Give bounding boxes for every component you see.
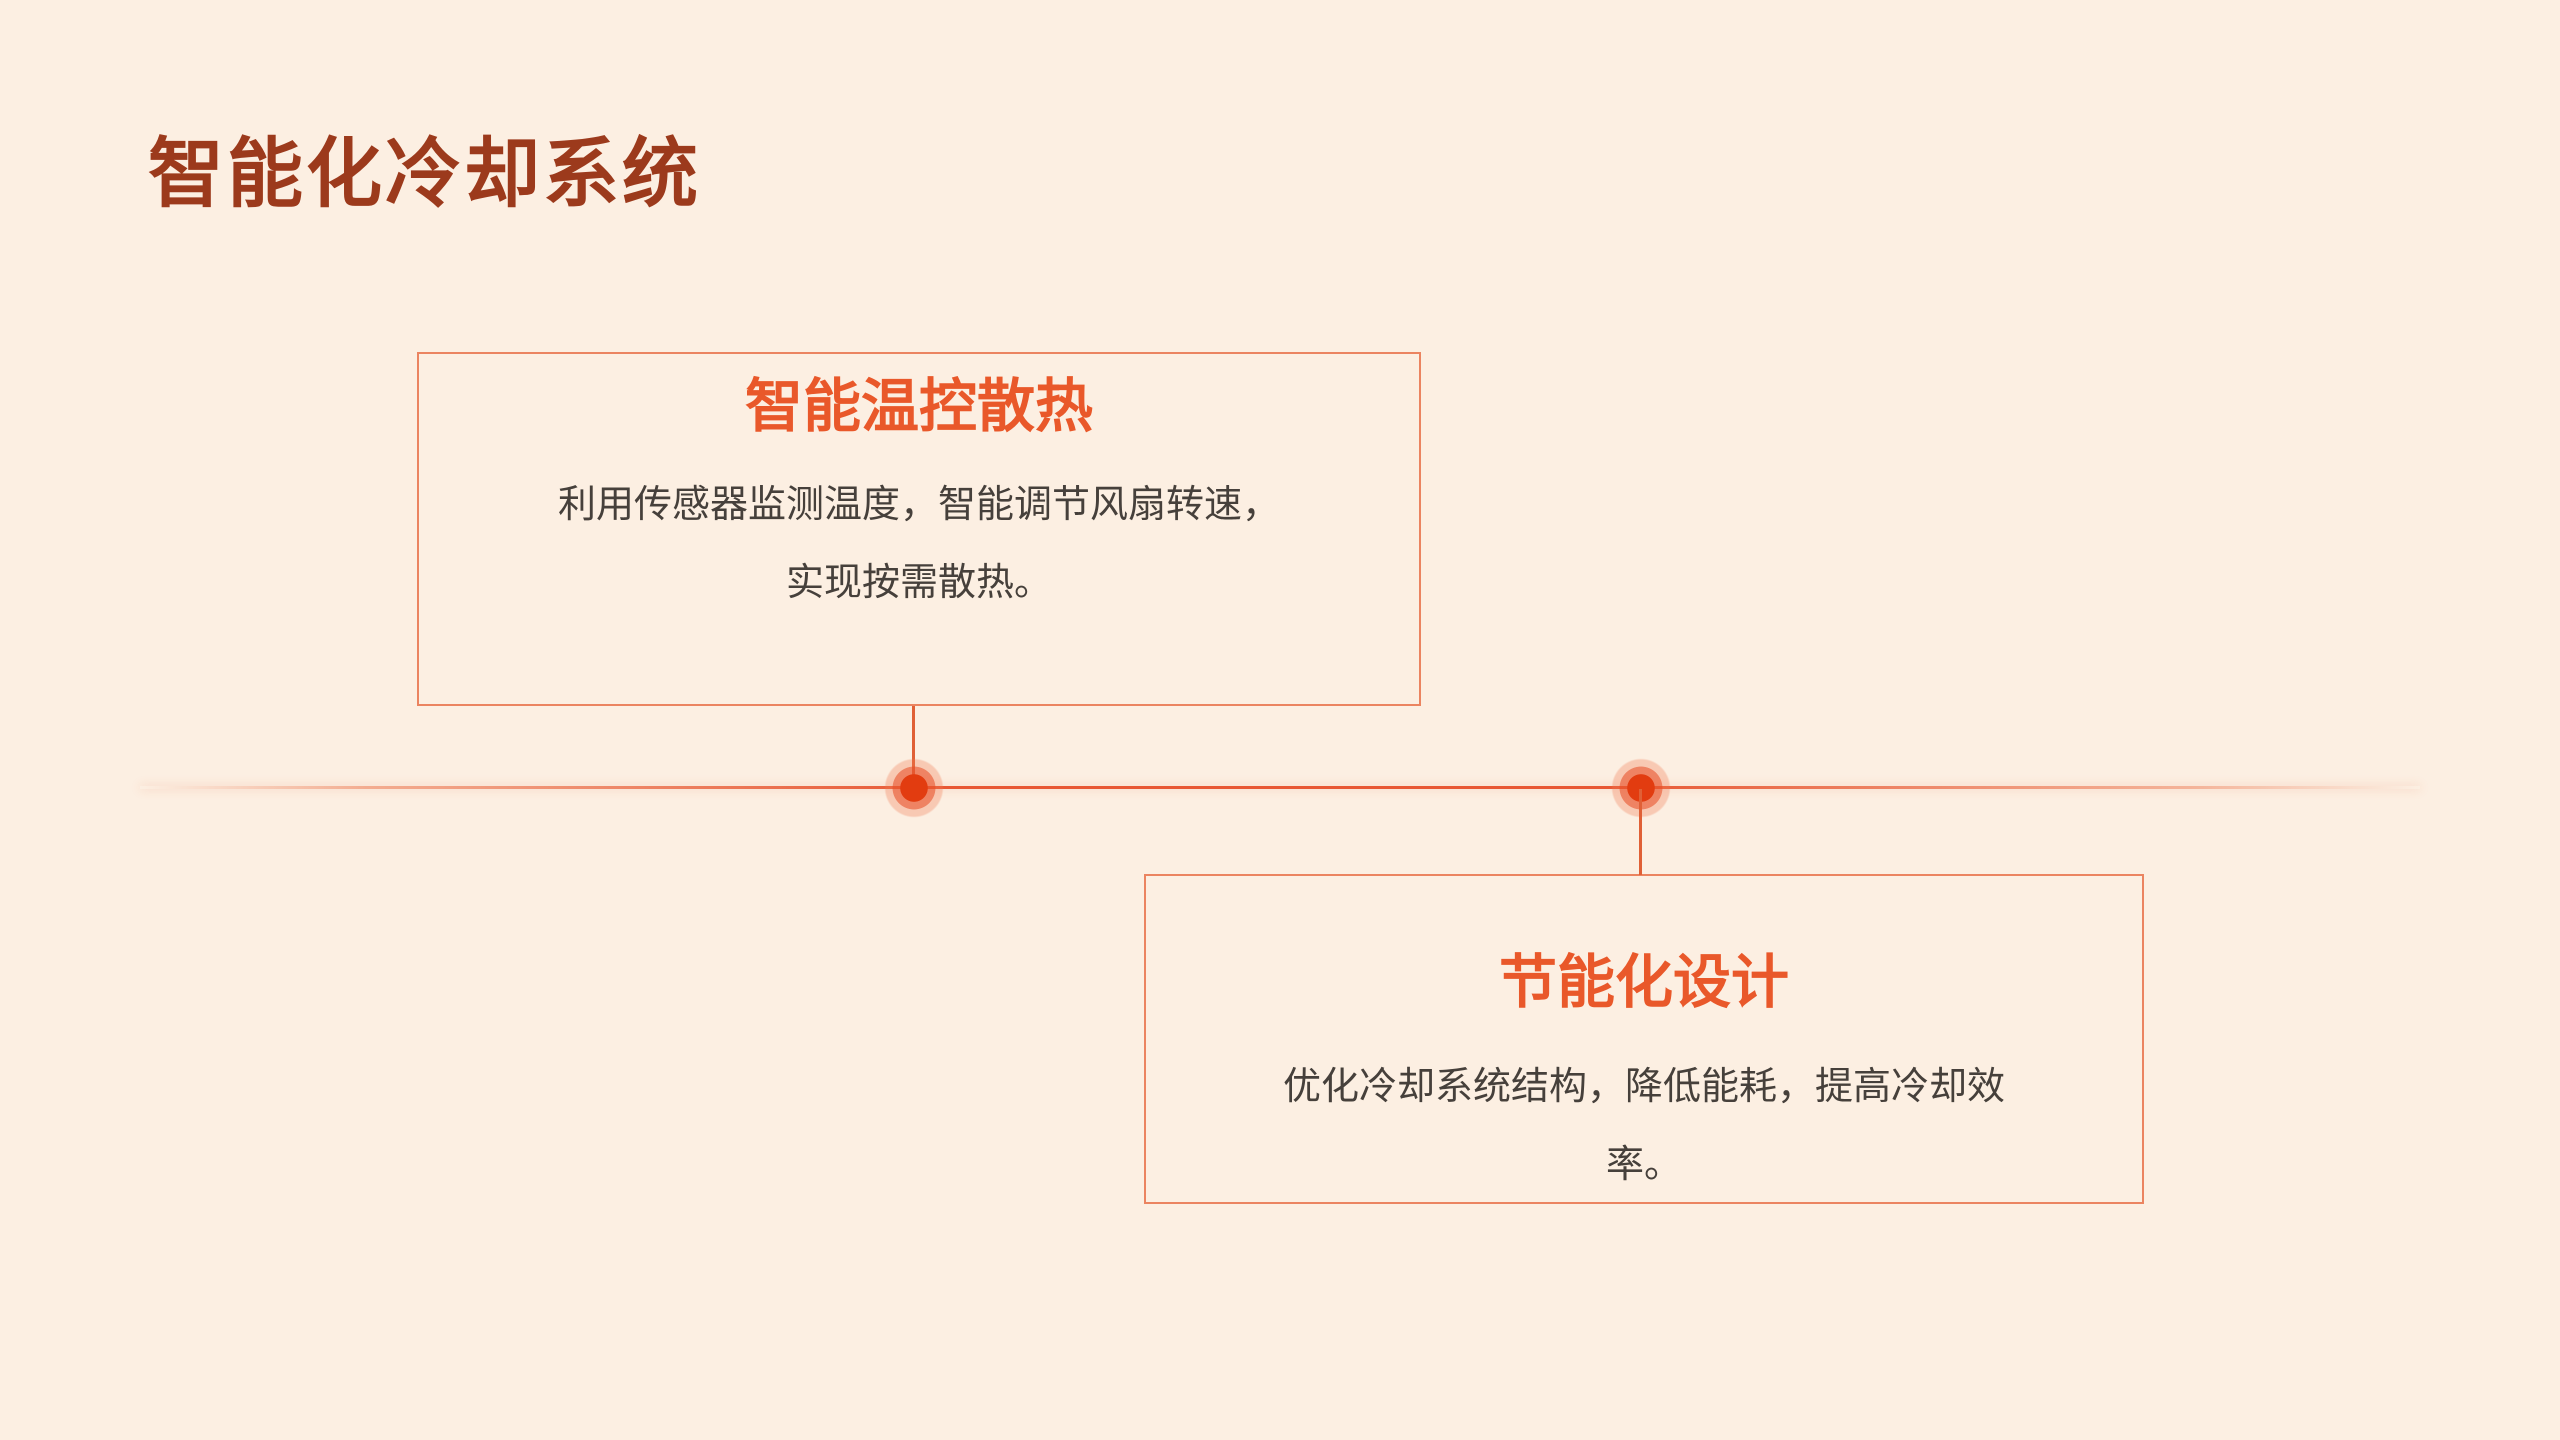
timeline-card-energy-saving: 节能化设计 优化冷却系统结构，降低能耗，提高冷却效 率。 [1144,874,2144,1204]
connector-line [912,706,915,788]
card-description: 优化冷却系统结构，降低能耗，提高冷却效 率。 [1282,1065,2005,1186]
card-description: 利用传感器监测温度，智能调节风扇转速， 实现按需散热。 [557,483,1280,604]
timeline-dot [884,758,944,818]
card-title: 节能化设计 [1498,950,1789,1015]
timeline-card-smart-temp: 智能温控散热 利用传感器监测温度，智能调节风扇转速， 实现按需散热。 [417,352,1421,706]
connector-line [1639,789,1642,875]
card-title: 智能温控散热 [744,374,1093,439]
timeline-line [140,786,2420,789]
page-title: 智能化冷却系统 [148,132,701,217]
